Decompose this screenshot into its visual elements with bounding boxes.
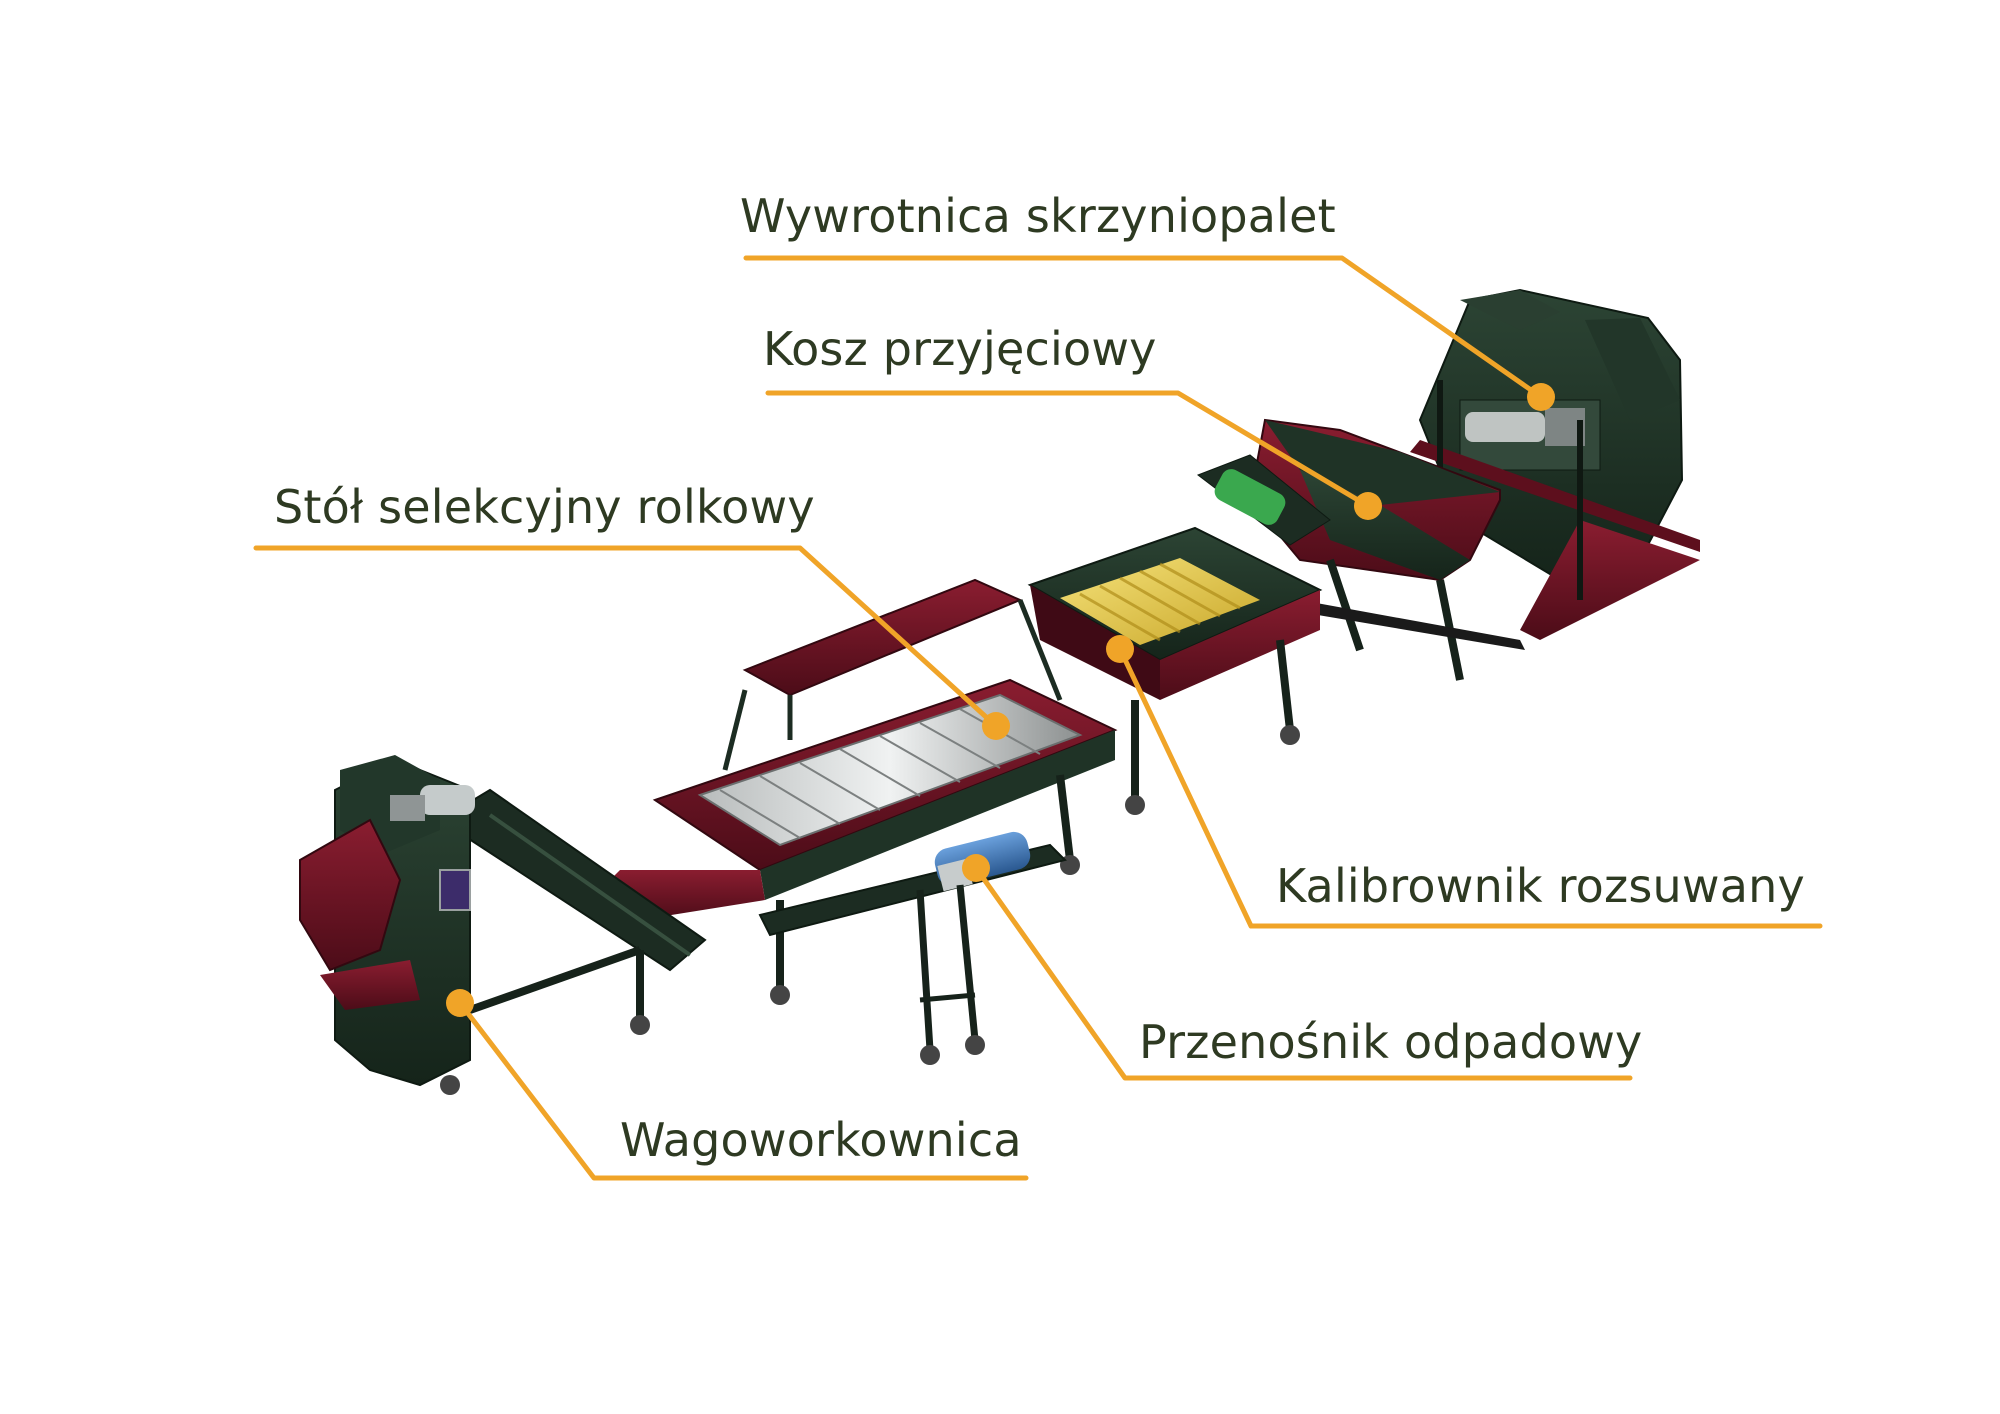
label-sizer: Kalibrownik rozsuwany bbox=[1276, 859, 1805, 913]
leader-line-kalibrownik bbox=[1117, 646, 1823, 929]
leader-line-stol bbox=[253, 545, 999, 729]
leader-dot-kalibrownik bbox=[1106, 635, 1134, 663]
leader-lines bbox=[253, 255, 1823, 1181]
leader-dot-stol bbox=[982, 712, 1010, 740]
leader-dot-wywrotnica bbox=[1527, 383, 1555, 411]
leader-dot-kosz bbox=[1354, 492, 1382, 520]
leader-dots bbox=[446, 383, 1555, 1017]
leader-line-przenosnik bbox=[973, 865, 1633, 1081]
label-waste-conveyor: Przenośnik odpadowy bbox=[1139, 1015, 1643, 1069]
sizer-machine bbox=[1027, 526, 1323, 815]
label-receiving-hopper: Kosz przyjęciowy bbox=[763, 322, 1157, 376]
leader-dot-przenosnik bbox=[962, 854, 990, 882]
box-tipper-machine bbox=[1410, 288, 1700, 640]
leader-line-wagoworkownica bbox=[457, 1000, 1029, 1181]
leader-line-kosz bbox=[765, 390, 1371, 509]
weigher-bagger-machine bbox=[299, 755, 707, 1095]
leader-line-wywrotnica bbox=[743, 255, 1544, 400]
label-roller-picking-table: Stół selekcyjny rolkowy bbox=[274, 480, 815, 534]
label-weigher-bagger: Wagoworkownica bbox=[620, 1113, 1022, 1167]
leader-dot-wagoworkownica bbox=[446, 989, 474, 1017]
receiving-hopper-machine bbox=[1196, 418, 1525, 681]
label-box-tipper: Wywrotnica skrzyniopalet bbox=[740, 189, 1336, 243]
